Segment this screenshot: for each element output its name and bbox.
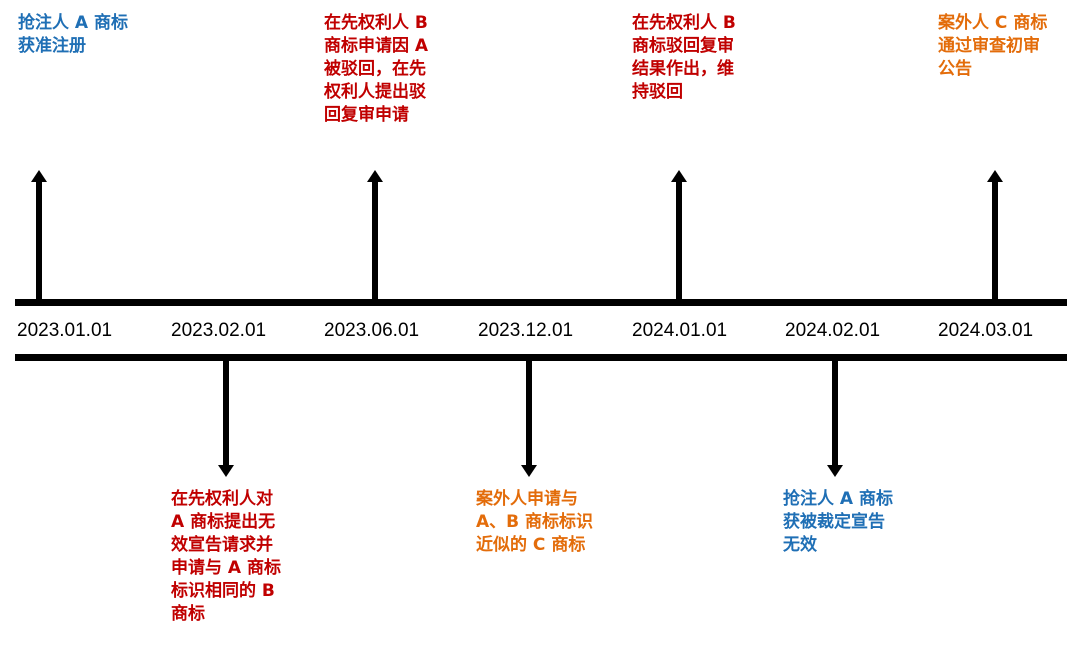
date-label: 2024.01.01: [632, 320, 728, 341]
date-label: 2023.01.01: [17, 320, 113, 341]
event-a-invalidated: 抢注人 A 商标 获被裁定宣告 无效: [783, 489, 893, 555]
date-label: 2024.03.01: [938, 320, 1034, 341]
down-arrow-icon: [827, 360, 843, 477]
event-c-application: 案外人申请与 A、B 商标标识 近似的 C 商标: [476, 489, 594, 555]
timeline-top-line: [15, 299, 1067, 306]
event-a-registered: 抢注人 A 商标 获准注册: [18, 13, 128, 56]
up-arrow-icon: [987, 170, 1003, 300]
down-arrow-icon: [218, 360, 234, 477]
timeline-bottom-line: [15, 354, 1067, 361]
up-arrow-icon: [671, 170, 687, 300]
up-arrow-icon: [367, 170, 383, 300]
event-invalidation-requested: 在先权利人对 A 商标提出无 效宣告请求并 申请与 A 商标 标识相同的 B 商…: [171, 489, 281, 624]
event-c-preliminary-announcement: 案外人 C 商标 通过审查初审 公告: [938, 13, 1048, 79]
date-label: 2023.06.01: [324, 320, 420, 341]
event-b-review-result: 在先权利人 B 商标驳回复审 结果作出，维 持驳回: [632, 13, 736, 102]
date-label: 2024.02.01: [785, 320, 881, 341]
date-label: 2023.02.01: [171, 320, 267, 341]
date-label: 2023.12.01: [478, 320, 574, 341]
up-arrow-icon: [31, 170, 47, 300]
event-b-review-requested: 在先权利人 B 商标申请因 A 被驳回，在先 权利人提出驳 回复审申请: [324, 13, 429, 125]
down-arrow-icon: [521, 360, 537, 477]
